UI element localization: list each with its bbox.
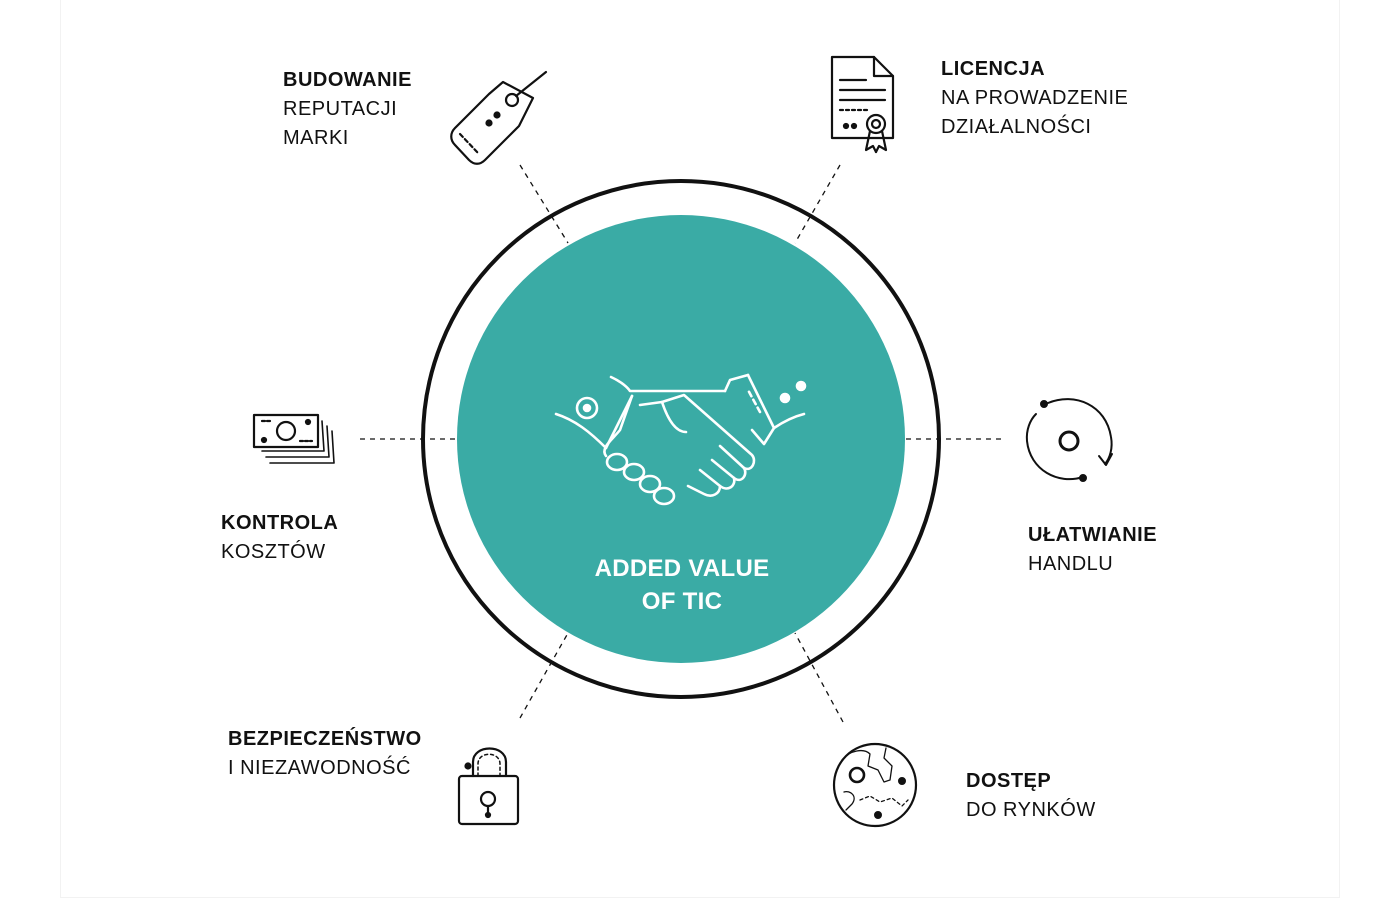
label-market-title: DOSTĘP [966,770,1052,792]
label-reputation-line-2: MARKI [283,127,349,149]
certificate-icon [830,55,895,154]
connector-safety [519,632,569,719]
handshake-icon [554,373,807,506]
label-license-line-1: NA PROWADZENIE [941,87,1129,109]
label-safety: BEZPIECZEŃSTWO I NIEZAWODNOŚĆ [228,725,422,783]
label-market-line-1: DO RYNKÓW [966,799,1096,821]
center-disc [457,215,905,663]
label-market: DOSTĘP DO RYNKÓW [966,767,1096,825]
label-license-line-2: DZIAŁALNOŚCI [941,116,1092,138]
label-license: LICENCJA NA PROWADZENIE DZIAŁALNOŚCI [941,55,1128,142]
padlock-icon [457,747,520,826]
label-cost-title: KONTROLA [221,512,339,534]
outer-ring [421,179,941,699]
label-trade-line-1: HANDLU [1028,553,1114,575]
globe-icon [832,742,918,828]
label-cost: KONTROLA KOSZTÓW [221,509,338,567]
label-trade: UŁATWIANIE HANDLU [1028,521,1157,579]
label-cost-line-1: KOSZTÓW [221,541,326,563]
connector-market [794,632,844,723]
label-reputation: BUDOWANIE REPUTACJI MARKI [283,66,412,153]
label-reputation-title: BUDOWANIE [283,69,412,91]
connector-lines [360,164,1004,723]
price-tag-icon [450,70,548,165]
cycle-arrows-icon [1025,398,1113,482]
center-title-line-1: ADDED VALUE [594,555,770,582]
center-title-line-2: OF TIC [641,588,723,615]
center-title: ADDED VALUE OF TIC [560,552,804,618]
label-trade-title: UŁATWIANIE [1028,524,1158,546]
label-reputation-line-1: REPUTACJI [283,98,398,120]
label-license-title: LICENCJA [941,58,1046,80]
label-safety-title: BEZPIECZEŃSTWO [228,728,422,750]
label-safety-line-1: I NIEZAWODNOŚĆ [228,757,411,779]
diagram-frame [60,0,1340,898]
banknotes-icon [252,413,335,464]
